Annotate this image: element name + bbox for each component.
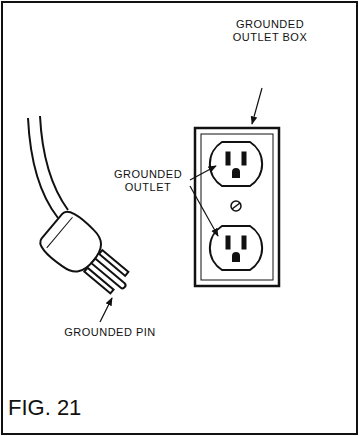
leader-lines: [100, 88, 262, 322]
outlet-box-label: GROUNDED OUTLET BOX: [228, 18, 312, 44]
outlet-box: [195, 128, 279, 286]
frame: [2, 2, 357, 434]
figure-caption: FIG. 21: [8, 396, 81, 420]
pin-label: GROUNDED PIN: [40, 326, 180, 339]
outlet-label: GROUNDED OUTLET: [108, 168, 188, 194]
plug: [28, 116, 141, 306]
